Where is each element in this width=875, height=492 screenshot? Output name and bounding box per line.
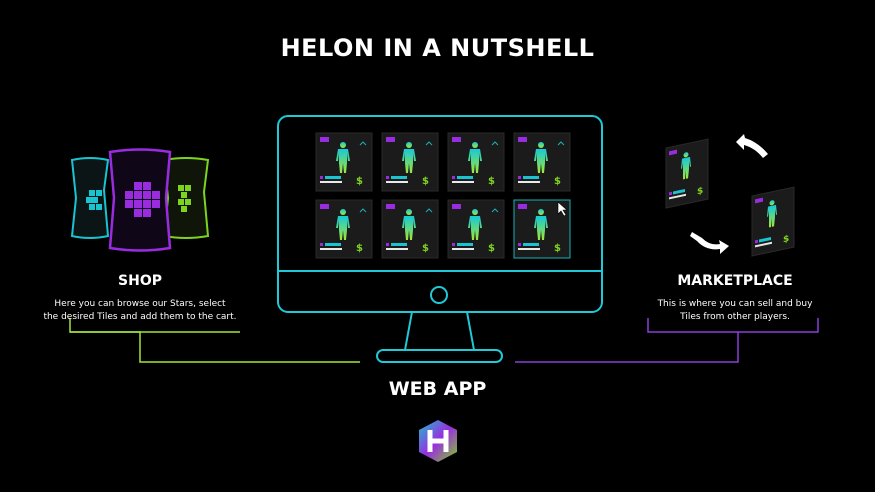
webapp-title: WEB APP (388, 378, 487, 400)
marketplace-card-top: $ (665, 138, 709, 209)
marketplace-title: MARKETPLACE (677, 273, 793, 289)
tile-card-icon (447, 132, 505, 192)
svg-text:$: $ (783, 234, 789, 245)
page-title: HELON IN A NUTSHELL (280, 34, 595, 62)
tile-card-icon (381, 199, 439, 259)
shop-connector-line (69, 318, 360, 363)
svg-text:$: $ (697, 186, 703, 197)
marketplace-card-bottom: $ (751, 186, 795, 257)
tile-card-icon (315, 132, 373, 192)
shop-packs-icon (70, 148, 210, 252)
marketplace-connector-line (515, 318, 739, 363)
marketplace-description-line1: This is where you can sell and buy (657, 299, 813, 309)
shop-description-line2: the desired Tiles and add them to the ca… (43, 312, 237, 322)
marketplace-description: This is where you can sell and buy Tiles… (625, 298, 845, 324)
tile-card-icon (315, 199, 373, 259)
shop-description: Here you can browse our Stars, select th… (20, 298, 260, 324)
cursor-icon (557, 201, 568, 217)
shop-description-line1: Here you can browse our Stars, select (54, 299, 226, 309)
marketplace-description-line2: Tiles from other players. (680, 312, 790, 322)
shop-title: SHOP (118, 273, 162, 289)
cycle-arrow-icon (690, 134, 768, 254)
tile-card-icon (447, 199, 505, 259)
helon-logo-icon (419, 420, 457, 462)
tile-card-icon (513, 132, 571, 192)
tile-card-icon (381, 132, 439, 192)
tile-grid (315, 132, 571, 259)
